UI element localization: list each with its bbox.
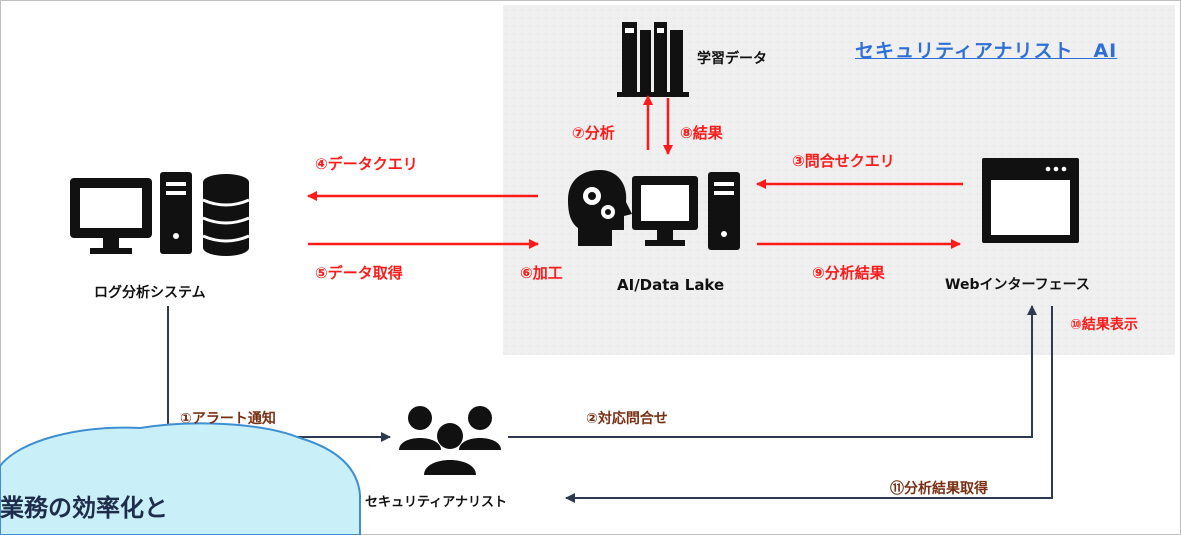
analyst-label: セキュリティアナリスト bbox=[365, 495, 507, 510]
step-3-label: ③問合せクエリ bbox=[792, 152, 895, 170]
log-system-label: ログ分析システム bbox=[94, 285, 206, 301]
analysts-group-icon bbox=[399, 406, 501, 475]
step-5-label: ⑤データ取得 bbox=[315, 264, 403, 282]
callout-text: 業務の効率化と bbox=[0, 494, 168, 522]
step-1-label: ①アラート通知 bbox=[180, 411, 276, 427]
step-7-label: ⑦分析 bbox=[572, 124, 615, 142]
browser-window-icon bbox=[982, 158, 1079, 243]
arrow-response-inquiry bbox=[508, 305, 1037, 438]
ai-head-gears-icon bbox=[568, 170, 632, 246]
callout-cloud bbox=[0, 422, 361, 535]
ai-datalake-label: AI/Data Lake bbox=[617, 276, 725, 294]
step-6-label: ⑥加工 bbox=[520, 264, 563, 282]
books-icon bbox=[617, 22, 689, 97]
step-4-label: ④データクエリ bbox=[315, 155, 418, 173]
ai-server-tower-icon bbox=[708, 172, 740, 250]
step-10-label: ⑩結果表示 bbox=[1070, 317, 1138, 333]
arrow-fetch-analysis bbox=[565, 306, 1053, 503]
step-8-label: ⑧結果 bbox=[680, 124, 723, 142]
database-icon bbox=[202, 174, 250, 256]
web-interface-label: Webインターフェース bbox=[945, 277, 1090, 293]
training-data-label: 学習データ bbox=[697, 51, 767, 67]
server-tower-icon bbox=[160, 172, 192, 254]
ai-monitor-icon bbox=[632, 176, 698, 246]
monitor-icon bbox=[70, 178, 152, 254]
diagram-title: セキュリティアナリスト AI bbox=[855, 40, 1118, 62]
step-2-label: ②対応問合せ bbox=[586, 411, 668, 427]
step-9-label: ⑨分析結果 bbox=[812, 264, 885, 282]
step-11-label: ⑪分析結果取得 bbox=[890, 481, 988, 497]
